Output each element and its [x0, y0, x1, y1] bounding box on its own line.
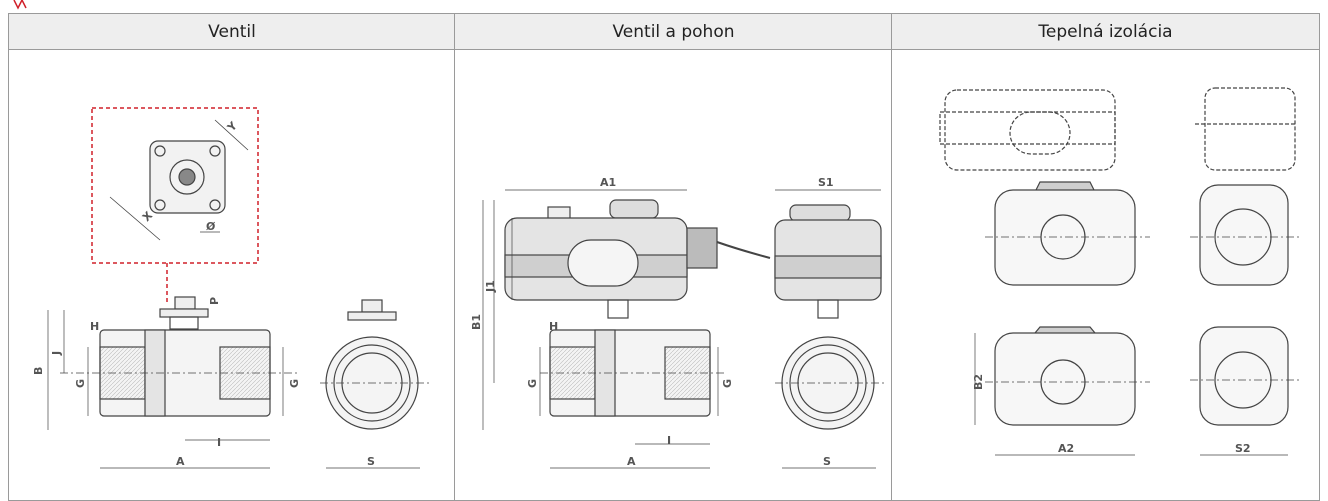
column-divider: [891, 14, 892, 500]
dim-label-s1: S1: [818, 176, 834, 189]
dim-label-g: G: [74, 379, 87, 388]
izolacia-drawing: [939, 87, 1300, 456]
dim-label-b2: B2: [972, 374, 985, 390]
column-title: Ventil a pohon: [612, 21, 735, 42]
dimension-table: Ventil Ventil a pohon Tepelná izolácia: [8, 13, 1320, 501]
dim-label-j: J: [50, 351, 63, 356]
dim-label-s: S: [823, 455, 831, 468]
dim-label-g: G: [288, 379, 301, 388]
column-header-tepelna-izolacia: Tepelná izolácia: [892, 14, 1319, 50]
dim-label-i: I: [667, 434, 671, 447]
ventil-drawing: [47, 107, 430, 469]
column-header-ventil-a-pohon: Ventil a pohon: [455, 14, 892, 50]
dim-label-p: P: [208, 297, 221, 305]
dim-label-y: Y: [224, 119, 240, 135]
dim-label-diameter: Ø: [206, 220, 216, 233]
dim-label-j1: J1: [484, 280, 497, 293]
red-corner-mark: [13, 0, 27, 10]
dim-label-s: S: [367, 455, 375, 468]
column-header-ventil: Ventil: [9, 14, 455, 50]
dim-label-a: A: [176, 455, 185, 468]
dim-label-g: G: [526, 379, 539, 388]
column-title: Ventil: [208, 21, 256, 42]
dim-label-b: B: [32, 367, 45, 375]
column-divider: [454, 14, 455, 500]
dim-label-s2: S2: [1235, 442, 1251, 455]
dim-label-b1: B1: [470, 314, 483, 330]
pohon-dimension-labels: A1 S1 B1 J1 H G G I A S: [470, 176, 834, 468]
pohon-drawing: [482, 189, 885, 469]
dim-label-a1: A1: [600, 176, 616, 189]
dim-label-h: H: [90, 320, 99, 333]
dim-label-i: I: [217, 436, 221, 449]
izolacia-dimension-labels: B2 A2 S2: [972, 374, 1251, 455]
column-title: Tepelná izolácia: [1038, 21, 1173, 42]
dim-label-h: H: [549, 320, 558, 333]
dim-label-a2: A2: [1058, 442, 1074, 455]
dim-label-g: G: [721, 379, 734, 388]
dim-label-a: A: [627, 455, 636, 468]
